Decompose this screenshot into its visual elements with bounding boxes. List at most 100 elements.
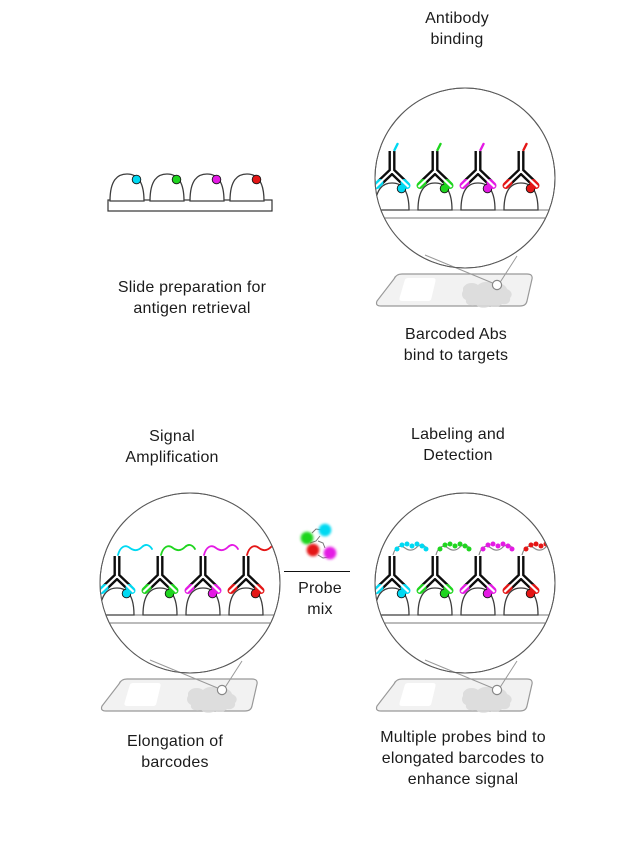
probe-dot (548, 543, 554, 549)
probe-dot (490, 541, 496, 547)
caption-antibody-binding: Barcoded Abs bind to targets (403, 326, 509, 364)
probe-dot (452, 543, 458, 549)
caption-slide-preparation: Slide preparation for antigen retrieval (117, 279, 267, 317)
probe-dot (533, 541, 539, 547)
probe-mix-dot (300, 531, 314, 545)
antibody-gap (375, 554, 410, 593)
antibody-icon (375, 142, 411, 189)
cell-dome-group (229, 173, 265, 202)
antibody-gap (503, 554, 539, 593)
zoom-source-dot (491, 279, 503, 291)
zoom-circle-signal-amplification (99, 492, 281, 713)
microscope-slide (100, 659, 258, 713)
probe-mix-graphic (300, 523, 337, 560)
zoom-source-dot (491, 684, 503, 696)
antigen-dot (211, 174, 222, 185)
tissue-blob (462, 281, 512, 308)
slide-label-area (399, 683, 436, 706)
probe-mix-dot (323, 546, 337, 560)
probe-dot (457, 541, 463, 547)
cell-dome-group (460, 587, 496, 616)
antigen-dot (171, 174, 182, 185)
probe-dot (423, 546, 429, 552)
probe-dot (552, 546, 555, 552)
probe-dot (409, 543, 415, 549)
zoom-circle-antibody-binding (374, 87, 556, 308)
antibody-icon (100, 544, 153, 594)
probe-dot (500, 541, 506, 547)
barcode-tick (436, 142, 442, 152)
probe-dot (404, 541, 410, 547)
slide-preparation-graphic (107, 173, 273, 212)
antibody-icon (227, 544, 280, 594)
probe-dot (414, 541, 420, 547)
title-signal-amplification: Signal Amplification (125, 428, 219, 466)
cell-dome-group (109, 173, 145, 202)
probe-dot (399, 542, 405, 548)
antibody-gap (100, 554, 135, 593)
antigen-dot (131, 174, 142, 185)
antibody-gap (185, 554, 221, 593)
microscope-slide (375, 659, 533, 713)
zoom-circle-labeling-detection (374, 492, 556, 713)
caption-labeling-detection: Multiple probes bind to elongated barcod… (380, 729, 546, 788)
probe-mix-divider (284, 571, 350, 572)
callout-lines (149, 659, 243, 690)
cell-dome-group (189, 173, 225, 202)
elongated-barcode-wave (203, 544, 239, 556)
antigen-dot (251, 174, 262, 185)
antibody-gap (417, 149, 453, 188)
antibody-icon (184, 544, 239, 594)
probe-dot (538, 543, 544, 549)
title-antibody-binding: Antibody binding (425, 10, 489, 48)
barcode-tick (479, 142, 485, 152)
elongated-barcode-wave (160, 544, 196, 556)
callout-lines (424, 254, 518, 285)
elongated-barcode-wave (117, 544, 153, 556)
antibody-gap (142, 554, 178, 593)
probe-dot (509, 546, 515, 552)
cell-dome-group (503, 587, 539, 616)
cell-dome-group (149, 173, 185, 202)
antibody-icon (459, 142, 497, 189)
antibody-icon (141, 544, 196, 594)
probe-dot (419, 543, 425, 549)
callout-lines (424, 659, 518, 690)
caption-elongation: Elongation of barcodes (126, 733, 224, 771)
barcode-tick (522, 142, 528, 152)
antibody-gap (460, 149, 496, 188)
probe-dot (528, 542, 534, 548)
probe-mix-label: Probe mix (298, 580, 342, 618)
zoom-circle-outline (374, 87, 556, 269)
title-labeling-detection: Labeling and Detection (410, 426, 506, 464)
probe-dot (480, 546, 486, 552)
zoom-circle-content (375, 541, 555, 624)
cell-dome-group (375, 182, 410, 211)
slide-label-area (124, 683, 161, 706)
antibody-icon (416, 541, 472, 594)
probe-dot (437, 546, 443, 552)
cell-dome-group (100, 587, 135, 616)
slide-label-area (399, 278, 436, 301)
zoom-circle-outline (99, 492, 281, 674)
antibody-icon (459, 541, 515, 594)
zoom-source-dot (216, 684, 228, 696)
zoom-circle-outline (374, 492, 556, 674)
tissue-blob (187, 686, 237, 713)
antibody-icon (502, 142, 540, 189)
zoom-circle-content (100, 544, 280, 624)
cell-dome-group (375, 587, 410, 616)
probe-tail (317, 540, 326, 549)
tissue-blob (462, 686, 512, 713)
microscope-slide (375, 254, 533, 308)
probe-dot (462, 543, 468, 549)
probe-dot (523, 546, 529, 552)
antibody-gap (375, 149, 410, 188)
antibody-gap (460, 554, 496, 593)
probe-mix-dot (306, 543, 320, 557)
probe-mix-dot (318, 523, 332, 537)
antibody-gap (503, 149, 539, 188)
probe-dot (447, 541, 453, 547)
cell-dome-group (228, 587, 264, 616)
